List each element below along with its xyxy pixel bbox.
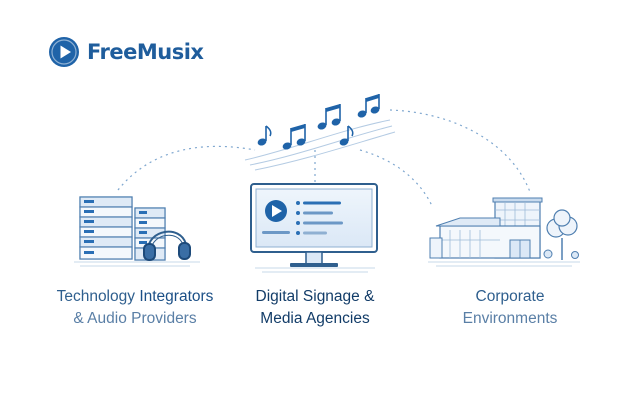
beamed-notes-2	[317, 104, 341, 130]
eighth-note-2	[339, 125, 354, 146]
connector-lines	[117, 109, 531, 207]
segment-caption-signage: Digital Signage & Media Agencies	[225, 286, 405, 330]
beamed-notes-3	[357, 94, 380, 118]
play-circle-icon	[49, 37, 79, 67]
headphones-icon	[143, 230, 191, 261]
eighth-note-1	[257, 125, 272, 146]
caption-line-1: Digital Signage &	[255, 288, 375, 305]
monitor-neck	[305, 251, 323, 265]
brand-name: FreeMusix	[87, 40, 204, 64]
caption-line-2: Environments	[462, 310, 558, 327]
monitor-signage-icon	[250, 183, 378, 273]
music-notes-icon	[257, 94, 380, 150]
office-building-icon	[428, 197, 580, 267]
monitor-base	[290, 263, 338, 267]
caption-line-1: Technology Integrators	[56, 288, 214, 305]
connector-left	[117, 145, 256, 191]
server-rack-tall	[79, 196, 133, 260]
beamed-notes-1	[282, 124, 306, 150]
server-rack-headphones-icon	[74, 196, 200, 267]
brand-logo[interactable]: FreeMusix	[48, 36, 204, 68]
tree-icon	[546, 209, 578, 260]
segment-caption-integrators: Technology Integrators & Audio Providers	[40, 286, 230, 330]
caption-line-2: Media Agencies	[260, 310, 370, 327]
sound-waves	[244, 119, 396, 171]
connector-mid-right	[359, 149, 433, 207]
screen-play-button	[265, 200, 287, 222]
caption-line-2: & Audio Providers	[73, 310, 197, 327]
caption-line-1: Corporate	[475, 288, 545, 305]
connector-right	[389, 109, 531, 193]
screen-list	[262, 201, 343, 235]
segment-caption-corporate: Corporate Environments	[420, 286, 600, 330]
